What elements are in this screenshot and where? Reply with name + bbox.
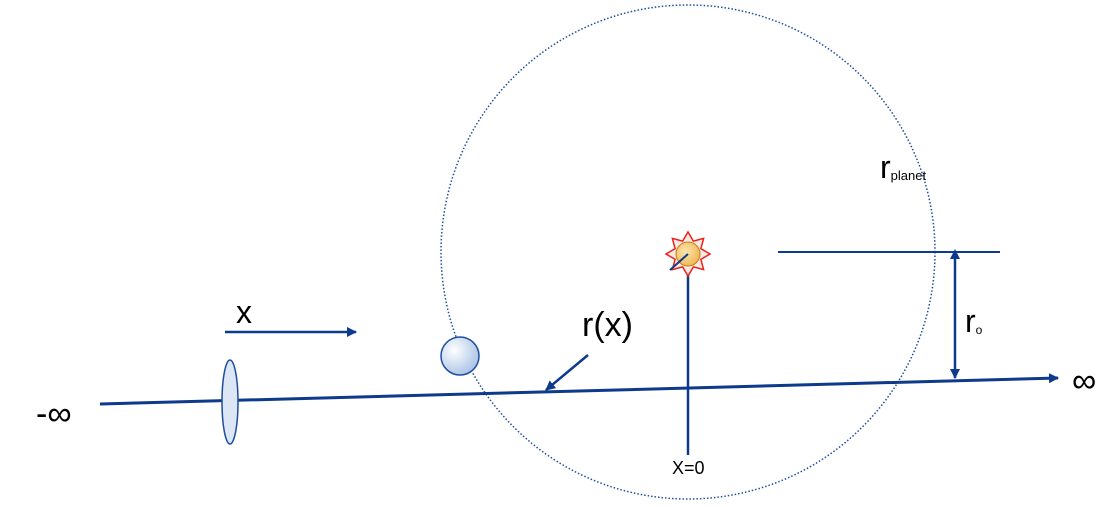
star-radius-line bbox=[669, 253, 689, 271]
sight-line bbox=[99, 373, 1059, 406]
observer-lens bbox=[221, 359, 239, 445]
plus-infinity-label: ∞ bbox=[1072, 362, 1096, 400]
r-planet-sub: planet bbox=[891, 168, 927, 183]
x-zero-label: X=0 bbox=[672, 458, 705, 478]
r-planet-label: rplanet bbox=[880, 149, 926, 185]
minus-infinity-label: -∞ bbox=[36, 395, 72, 433]
r0-label: ro bbox=[965, 303, 983, 339]
r-of-x-pointer bbox=[545, 354, 589, 391]
r-of-x-label: r(x) bbox=[582, 306, 633, 344]
r-planet-main: r bbox=[880, 149, 891, 185]
planet bbox=[440, 336, 480, 376]
x-label: x bbox=[236, 294, 252, 330]
r0-main: r bbox=[965, 303, 976, 339]
r0-sub: o bbox=[976, 323, 983, 337]
